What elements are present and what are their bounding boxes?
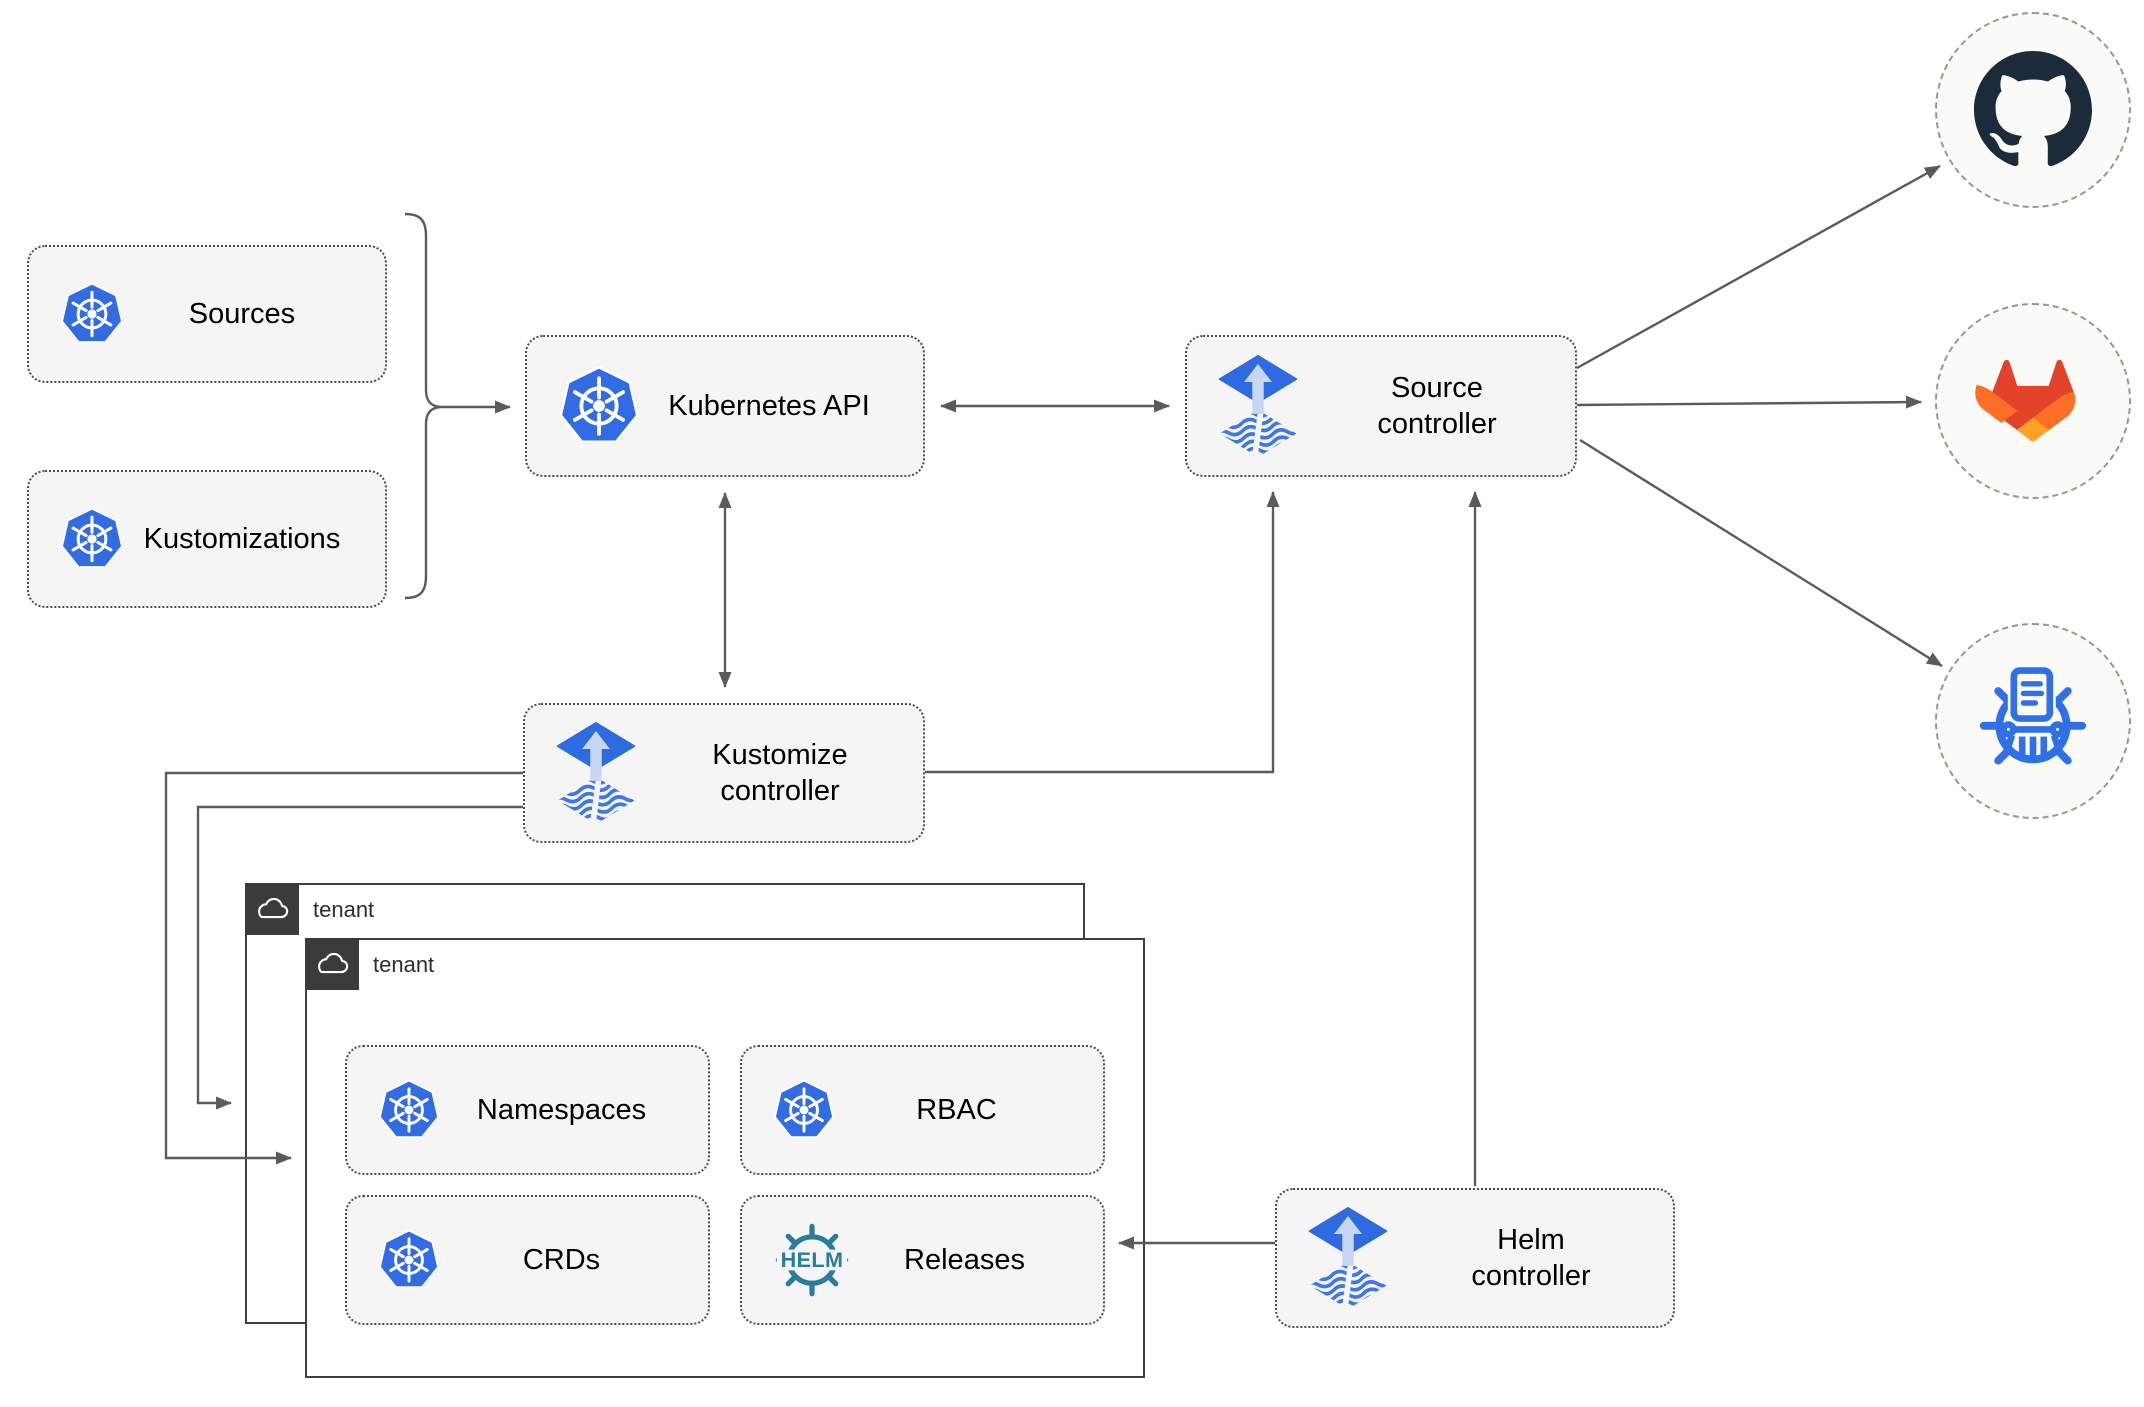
gitlab-node xyxy=(1935,303,2131,499)
helm-controller-label: Helm controller xyxy=(1471,1223,1591,1292)
kubernetes-icon xyxy=(772,1078,836,1142)
sources-node: Sources xyxy=(27,245,387,383)
github-node xyxy=(1935,12,2131,208)
edge-source-controller-to-gitlab xyxy=(1576,395,1922,409)
crds-node: CRDs xyxy=(345,1195,710,1325)
kubernetes-icon xyxy=(557,364,641,448)
kubernetes-api-node: Kubernetes API xyxy=(525,335,925,477)
helm-logo-text: HELM xyxy=(781,1247,844,1272)
kubernetes-icon xyxy=(377,1228,441,1292)
releases-node: HELM Releases xyxy=(740,1195,1105,1325)
tenant-outer-label: tenant xyxy=(313,897,375,922)
rbac-label: RBAC xyxy=(916,1093,997,1126)
source-controller-label: Source controller xyxy=(1377,371,1497,440)
kubernetes-icon xyxy=(59,281,125,347)
github-icon xyxy=(1974,51,2092,167)
rbac-node: RBAC xyxy=(740,1045,1105,1175)
kubernetes-api-label: Kubernetes API xyxy=(668,389,870,422)
kubernetes-icon xyxy=(377,1078,441,1142)
namespaces-node: Namespaces xyxy=(345,1045,710,1175)
flux-icon xyxy=(1307,1207,1389,1310)
chart-repository-node xyxy=(1935,623,2131,819)
edge-kustomize-to-source-controller xyxy=(925,491,1280,774)
kustomize-controller-label: Kustomize controller xyxy=(712,738,848,807)
flux-icon xyxy=(1217,355,1299,458)
releases-label: Releases xyxy=(904,1243,1025,1276)
namespaces-label: Namespaces xyxy=(476,1093,647,1126)
tenant-inner-label: tenant xyxy=(373,952,435,977)
kubernetes-icon xyxy=(59,506,125,572)
sources-label: Sources xyxy=(188,297,296,330)
crds-label: CRDs xyxy=(522,1243,601,1276)
tenant-inner-badge xyxy=(305,938,359,990)
flux-icon xyxy=(555,722,637,825)
edge-source-controller-to-chart-repository xyxy=(1579,438,1943,668)
cloud-icon xyxy=(255,896,289,922)
edge-source-controller-to-github xyxy=(1576,164,1941,370)
gitlab-icon xyxy=(1975,359,2076,442)
cloud-icon xyxy=(315,951,349,977)
chartmuseum-icon xyxy=(1979,664,2087,765)
source-controller-node: Source controller xyxy=(1185,335,1577,477)
helm-controller-node: Helm controller xyxy=(1275,1188,1675,1328)
brace-connector xyxy=(404,212,441,600)
helm-icon: HELM xyxy=(775,1223,849,1297)
kustomize-controller-node: Kustomize controller xyxy=(523,703,925,843)
tenant-outer-badge xyxy=(245,883,299,935)
kustomizations-node: Kustomizations xyxy=(27,470,387,608)
kustomizations-label: Kustomizations xyxy=(143,522,341,555)
